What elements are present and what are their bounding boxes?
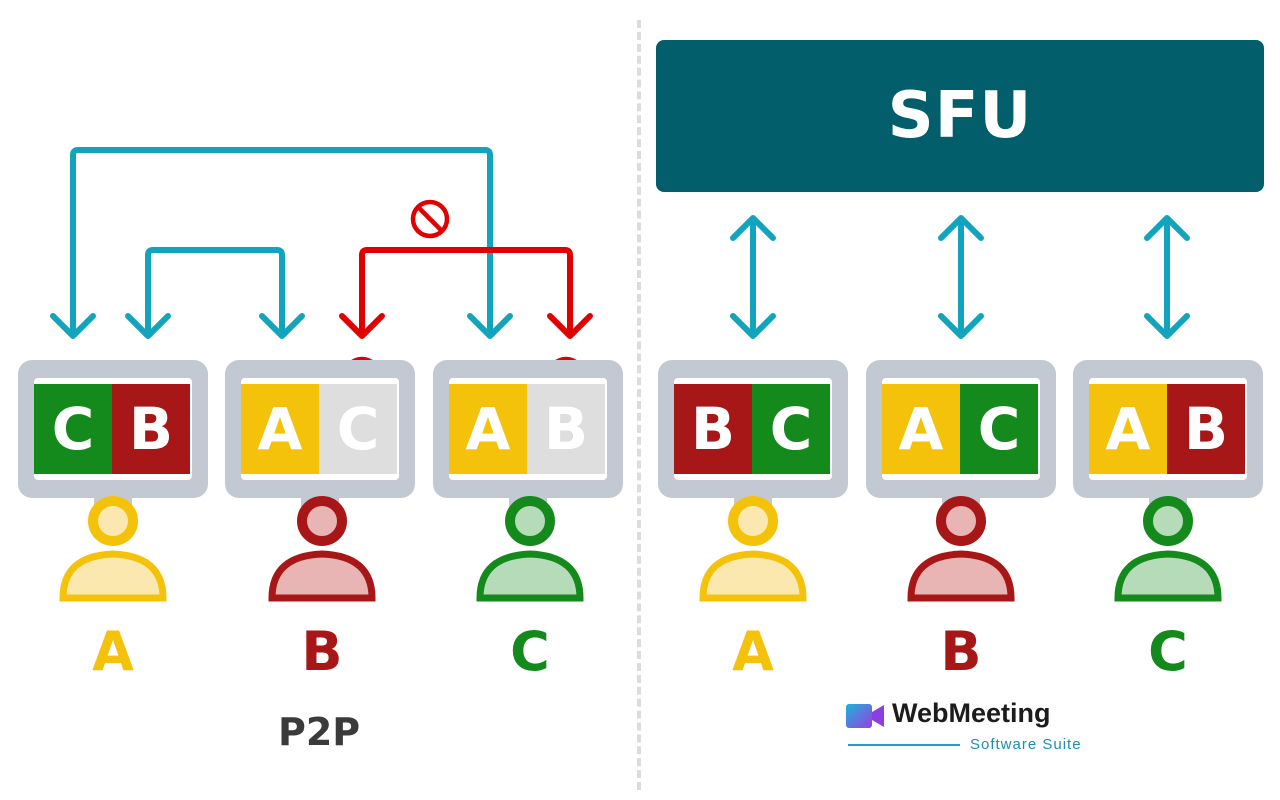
monitor-screen: C B xyxy=(34,378,192,480)
sfu-server-box: SFU xyxy=(656,40,1264,192)
logo-tagline: Software Suite xyxy=(970,736,1082,753)
p2p-link-a-c xyxy=(70,147,493,337)
person-icon xyxy=(699,496,807,602)
user-label: B xyxy=(301,620,343,683)
p2p-caption: P2P xyxy=(278,710,361,754)
p2p-arrowhead-c-left-blocked xyxy=(547,313,593,339)
p2p-monitor-b: A C xyxy=(225,360,415,512)
person-icon xyxy=(476,496,584,602)
person-icon xyxy=(907,496,1015,602)
blocked-icon xyxy=(410,199,450,239)
monitor-screen: A B xyxy=(1089,378,1247,480)
sfu-link-b xyxy=(938,215,984,339)
monitor-frame: A B xyxy=(433,360,623,498)
user-label: C xyxy=(1148,620,1188,683)
video-tile: A xyxy=(882,384,960,474)
p2p-arrowhead-a-left xyxy=(50,313,96,339)
p2p-arrowhead-b-right-blocked xyxy=(339,313,385,339)
p2p-monitor-a: C B xyxy=(18,360,208,512)
person-icon xyxy=(1114,496,1222,602)
video-camera-icon xyxy=(846,704,884,728)
logo-name: WebMeeting xyxy=(892,698,1051,728)
video-tile: B xyxy=(112,384,190,474)
monitor-screen: B C xyxy=(674,378,832,480)
p2p-arrowhead-c-right xyxy=(467,313,513,339)
video-tile: C xyxy=(752,384,830,474)
video-tile-blocked: B xyxy=(527,384,605,474)
video-tile: B xyxy=(674,384,752,474)
section-divider xyxy=(637,20,641,790)
user-label: C xyxy=(510,620,550,683)
p2p-arrowhead-b-left xyxy=(259,313,305,339)
sfu-monitor-b: A C xyxy=(866,360,1056,512)
sfu-link-c xyxy=(1144,215,1190,339)
monitor-screen: A C xyxy=(882,378,1040,480)
person-icon xyxy=(268,496,376,602)
person-icon xyxy=(59,496,167,602)
monitor-frame: A C xyxy=(866,360,1056,498)
p2p-link-b-c-blocked xyxy=(359,247,573,337)
monitor-screen: A C xyxy=(241,378,399,480)
video-tile: A xyxy=(241,384,319,474)
p2p-monitor-c: A B xyxy=(433,360,623,512)
logo-underline xyxy=(848,744,960,746)
p2p-link-a-b xyxy=(145,247,285,337)
video-tile: A xyxy=(449,384,527,474)
webmeeting-logo: WebMeeting Software Suite xyxy=(846,698,1086,758)
video-tile-blocked: C xyxy=(319,384,397,474)
monitor-frame: B C xyxy=(658,360,848,498)
sfu-link-a xyxy=(730,215,776,339)
video-tile: C xyxy=(34,384,112,474)
sfu-label: SFU xyxy=(887,79,1033,153)
video-tile: A xyxy=(1089,384,1167,474)
monitor-frame: A C xyxy=(225,360,415,498)
user-label: A xyxy=(732,620,774,683)
sfu-monitor-a: B C xyxy=(658,360,848,512)
video-tile: C xyxy=(960,384,1038,474)
monitor-frame: C B xyxy=(18,360,208,498)
p2p-arrowhead-a-right xyxy=(125,313,171,339)
monitor-frame: A B xyxy=(1073,360,1263,498)
user-label: A xyxy=(92,620,134,683)
video-tile: B xyxy=(1167,384,1245,474)
user-label: B xyxy=(940,620,982,683)
monitor-screen: A B xyxy=(449,378,607,480)
